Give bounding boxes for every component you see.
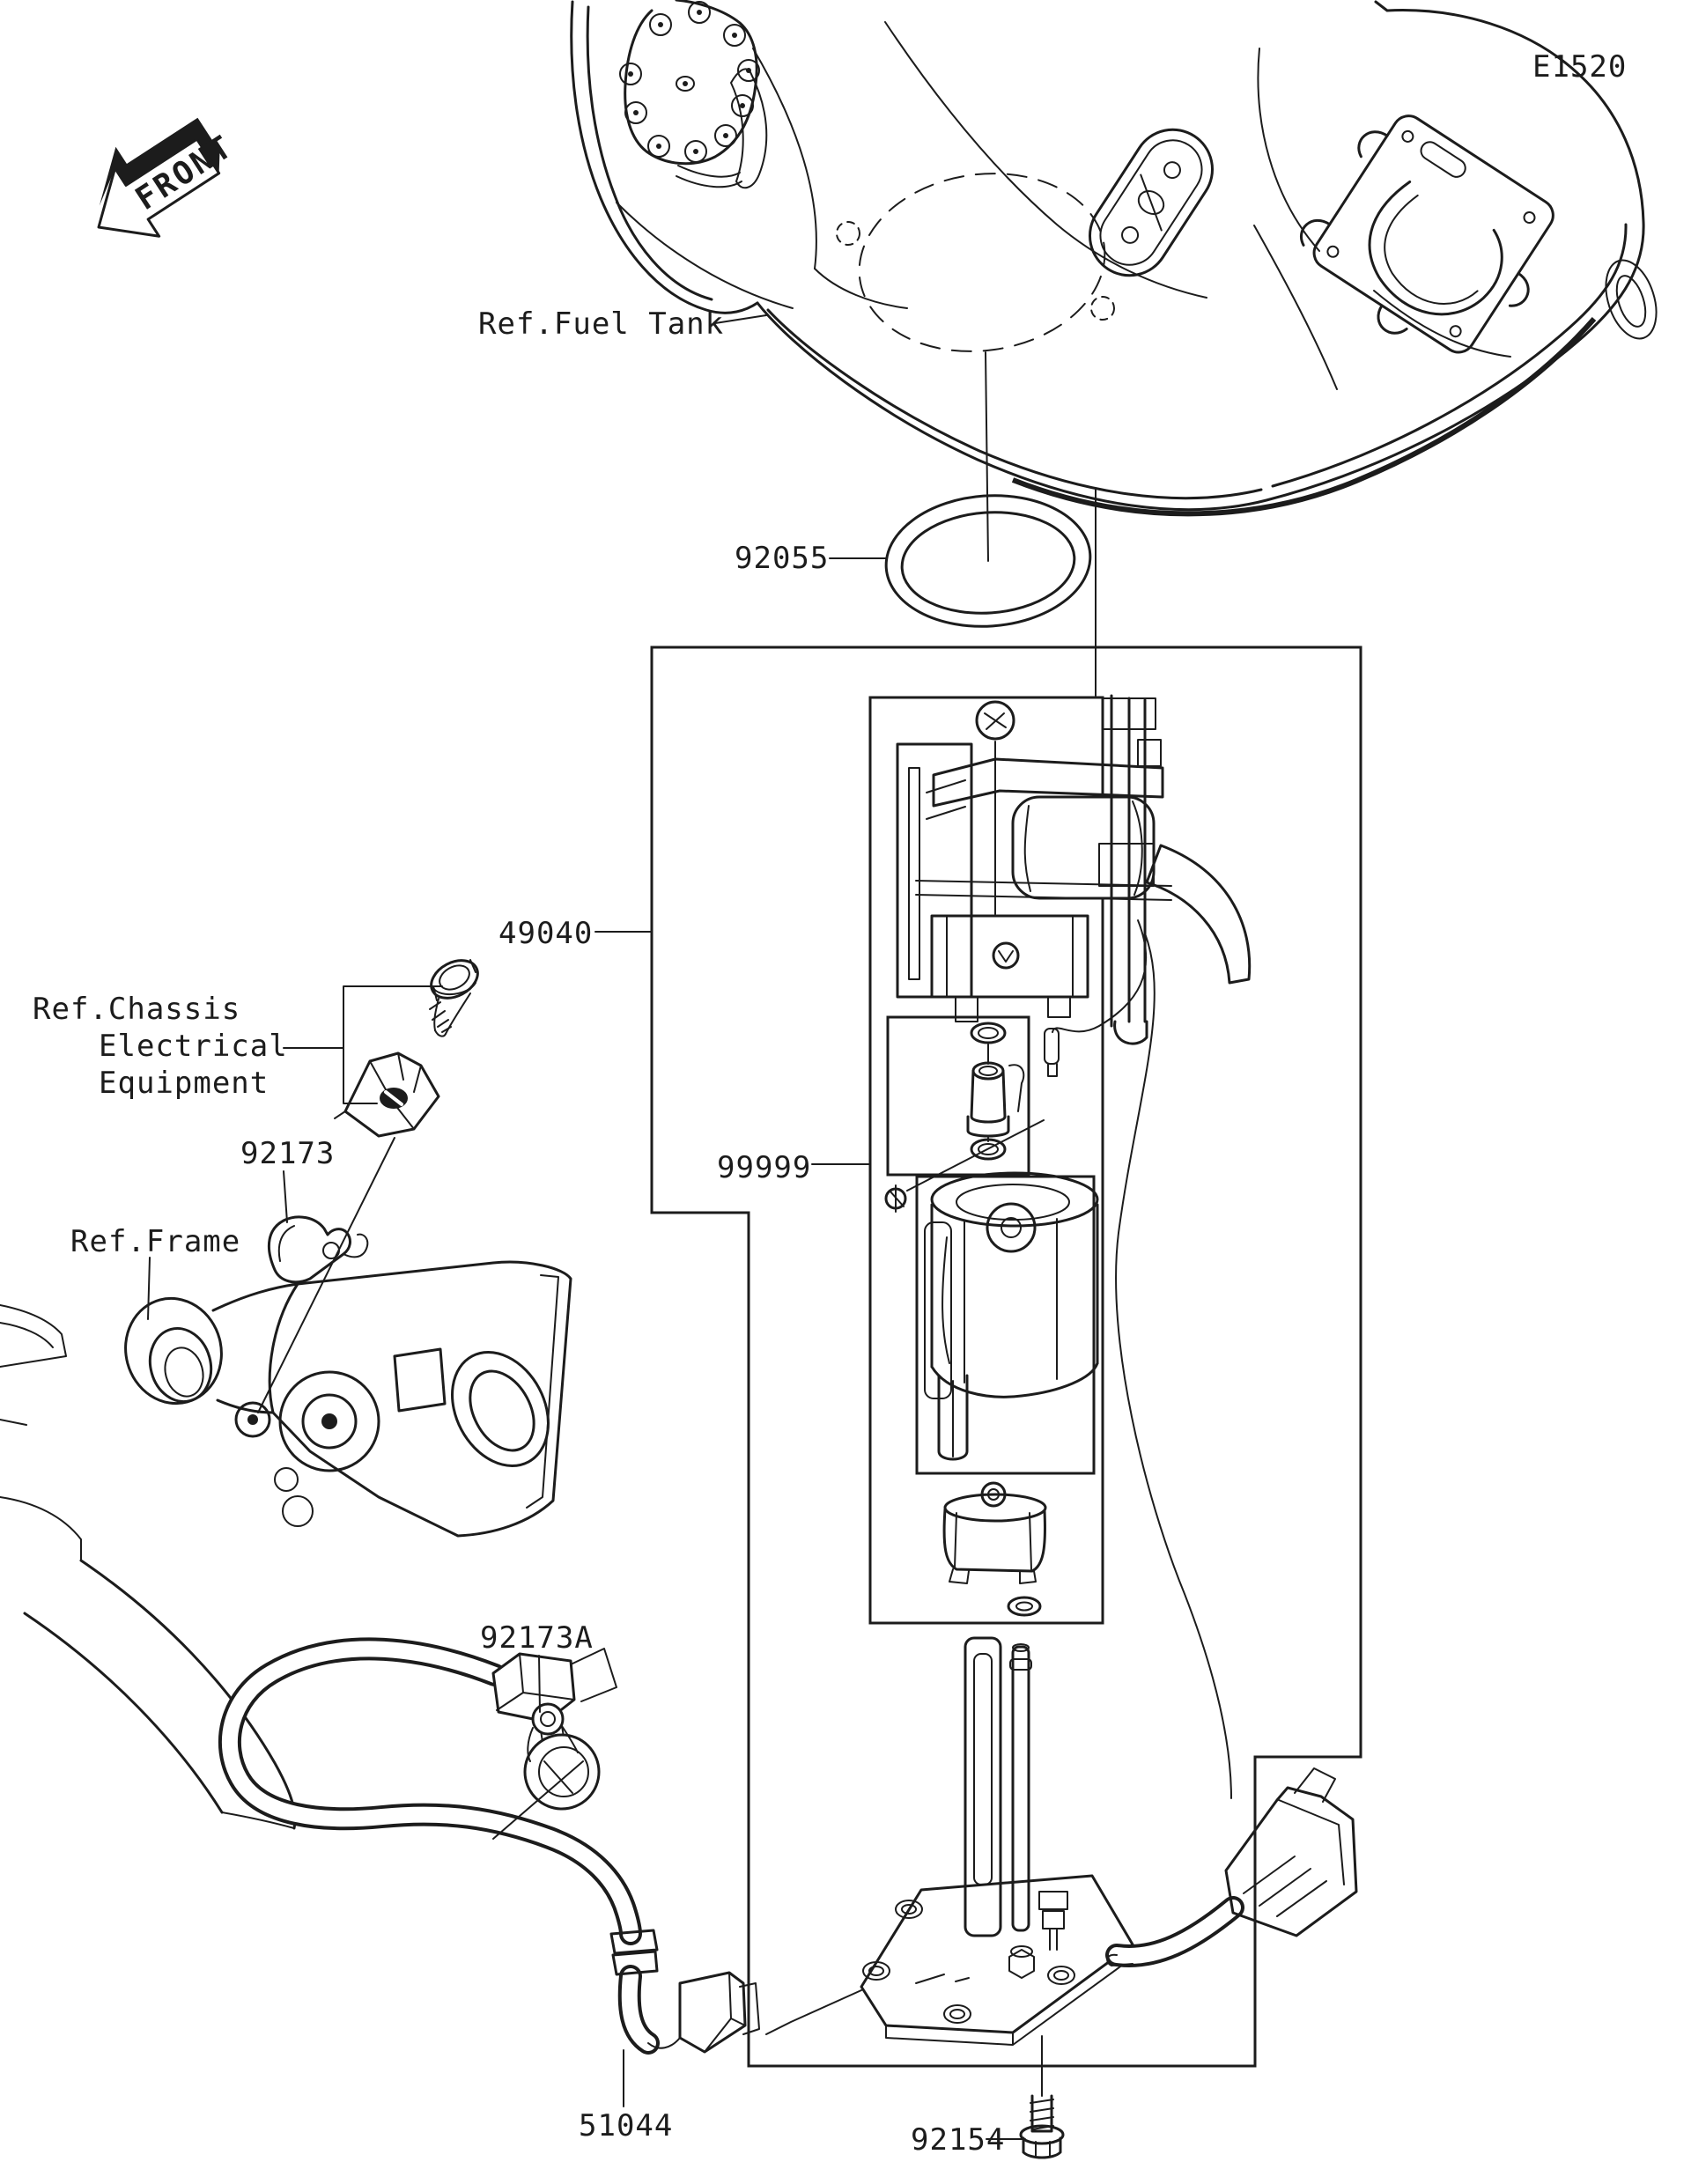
part-label-92173a[interactable]: 92173A — [480, 1620, 594, 1656]
clamp-92173a-drawing — [492, 1702, 601, 1840]
fuel-tank-drawing — [570, 0, 1658, 517]
tank-rubber-damper — [1088, 128, 1215, 277]
bolt-92154-drawing — [1019, 2094, 1065, 2159]
pump-regulator-stack — [966, 1022, 1025, 1161]
pump-base-plate — [765, 1874, 1137, 2046]
oring-drawing — [884, 351, 1092, 628]
connector-bracket-drawing — [334, 1051, 440, 1138]
fuel-pump-drawing — [765, 694, 1358, 2159]
page-code: E1520 — [1532, 49, 1628, 85]
ref-chassis-label-3[interactable]: Equipment — [99, 1066, 270, 1101]
tank-pump-opening-dashed — [836, 173, 1115, 352]
part-label-92055[interactable]: 92055 — [735, 541, 830, 576]
part-label-92173[interactable]: 92173 — [240, 1136, 336, 1171]
ref-frame-label[interactable]: Ref.Frame — [70, 1224, 241, 1259]
part-label-99999[interactable]: 99999 — [717, 1150, 812, 1185]
frame-drawing — [0, 1260, 572, 1830]
part-label-49040[interactable]: 49040 — [498, 916, 594, 951]
pump-filter-cup — [942, 1481, 1047, 1617]
pump-canister — [924, 1171, 1099, 1461]
fuel-hose-drawing — [218, 1637, 760, 2055]
pump-grommet — [884, 1119, 1045, 1213]
leader-lines — [147, 314, 1026, 2140]
pump-connector — [1105, 1767, 1358, 1967]
front-arrow: FRONT — [97, 117, 240, 238]
ref-chassis-label-1[interactable]: Ref.Chassis — [33, 992, 241, 1027]
tank-top-plate — [619, 0, 768, 189]
pump-lower-tubes — [964, 1636, 1068, 1979]
chassis-electrical-parts — [257, 959, 479, 1413]
pump-bracket — [896, 694, 1252, 1799]
clamp-92173-drawing — [267, 1215, 369, 1284]
ref-fuel-tank-label[interactable]: Ref.Fuel Tank — [478, 306, 725, 342]
flange-bolt-drawing — [429, 959, 479, 1037]
detail-boxes — [650, 488, 1362, 2097]
ref-chassis-label-2[interactable]: Electrical — [99, 1029, 288, 1064]
tank-bracket-strap — [1300, 114, 1554, 354]
part-label-51044[interactable]: 51044 — [579, 2108, 674, 2143]
part-label-92154[interactable]: 92154 — [911, 2122, 1006, 2158]
